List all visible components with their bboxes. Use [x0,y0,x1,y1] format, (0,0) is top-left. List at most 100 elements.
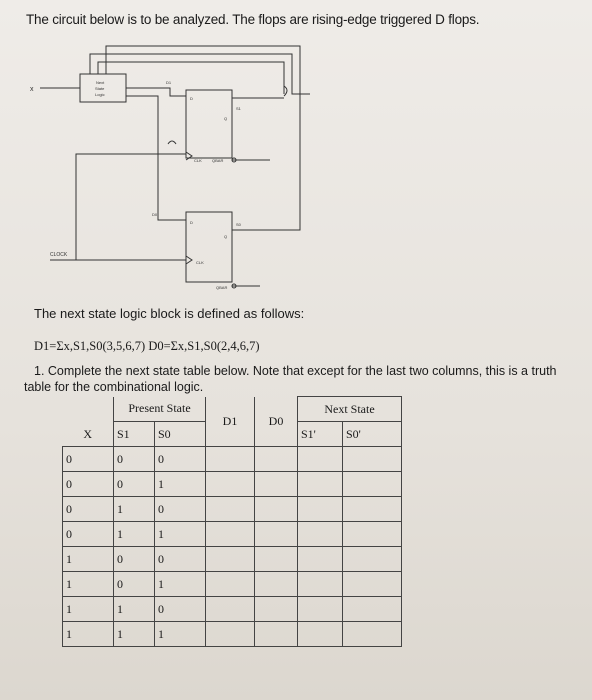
header-s1-next: S1' [297,421,343,447]
header-d0: D0 [254,396,298,447]
cell-s0: 0 [154,496,206,522]
cell-s1: 1 [113,521,155,547]
cell-x: 1 [62,546,114,572]
cell-s1: 1 [113,621,155,647]
header-x: X [62,396,114,447]
cell-s1-next[interactable] [297,471,343,497]
header-s1: S1 [113,421,155,447]
ff0-clk-pin: CLK [196,260,204,265]
cell-d1[interactable] [205,596,255,622]
cell-x: 0 [62,496,114,522]
cell-d1[interactable] [205,571,255,597]
cell-s0-next[interactable] [342,521,402,547]
s0-label: S0 [236,222,242,227]
cell-x: 1 [62,621,114,647]
cell-s1: 1 [113,496,155,522]
worksheet-heading: The circuit below is to be analyzed. The… [26,12,480,27]
logic-block-line-1: Next [96,80,105,85]
cell-s1-next[interactable] [297,546,343,572]
header-next-state: Next State [297,396,402,422]
cell-s0-next[interactable] [342,621,402,647]
cell-s0: 0 [154,596,206,622]
cell-x: 1 [62,571,114,597]
cell-d0[interactable] [254,471,298,497]
cell-s0: 1 [154,471,206,497]
header-present-state: Present State [113,396,206,422]
ff0-qbar-pin: QBAR [216,285,227,290]
x-input-label: x [30,86,34,93]
cell-d0[interactable] [254,571,298,597]
header-s0-next: S0' [342,421,402,447]
cell-s0-next[interactable] [342,571,402,597]
cell-s0-next[interactable] [342,596,402,622]
s1-label: S1 [236,106,242,111]
cell-d0[interactable] [254,621,298,647]
cell-x: 0 [62,446,114,472]
cell-s1-next[interactable] [297,446,343,472]
cell-d1[interactable] [205,471,255,497]
cell-d1[interactable] [205,496,255,522]
header-s0: S0 [154,421,206,447]
cell-s1-next[interactable] [297,521,343,547]
cell-d0[interactable] [254,596,298,622]
flip-flop-s1 [185,89,233,159]
cell-s1-next[interactable] [297,571,343,597]
ff1-clk-pin: CLK [194,158,202,163]
ff1-qbar-pin: QBAR [212,158,223,163]
cell-x: 0 [62,521,114,547]
cell-s0-next[interactable] [342,446,402,472]
cell-s0: 0 [154,446,206,472]
cell-s1-next[interactable] [297,596,343,622]
cell-s0-next[interactable] [342,546,402,572]
logic-equations: D1=Σx,S1,S0(3,5,6,7) D0=Σx,S1,S0(2,4,6,7… [34,339,260,353]
cell-s1: 0 [113,446,155,472]
cell-d0[interactable] [254,496,298,522]
cell-d0[interactable] [254,546,298,572]
d0-wire-label: D0 [152,212,158,217]
cell-s0-next[interactable] [342,496,402,522]
cell-s1: 0 [113,546,155,572]
next-state-table: X Present State D1 D0 Next State S1 S0 S… [62,396,402,647]
cell-s1: 0 [113,471,155,497]
logic-block-line-3: Logic [95,92,105,97]
circuit-diagram: x Next State Logic D1 D0 D Q CLK QBAR S1… [30,45,310,290]
cell-s0: 1 [154,521,206,547]
cell-d1[interactable] [205,446,255,472]
cell-s0: 1 [154,621,206,647]
cell-s0: 0 [154,546,206,572]
cell-s1-next[interactable] [297,621,343,647]
header-d1: D1 [205,396,255,447]
clock-label: CLOCK [50,252,68,258]
flip-flop-s0 [185,211,233,283]
cell-s1: 0 [113,571,155,597]
ff0-d-pin: D [190,220,193,225]
ff1-q-pin: Q [224,116,227,121]
cell-d0[interactable] [254,446,298,472]
cell-d1[interactable] [205,546,255,572]
cell-d0[interactable] [254,521,298,547]
question-1-line-1: 1. Complete the next state table below. … [34,364,557,378]
cell-s1-next[interactable] [297,496,343,522]
logic-intro-text: The next state logic block is defined as… [34,306,305,321]
cell-s0-next[interactable] [342,471,402,497]
cell-x: 0 [62,471,114,497]
cell-d1[interactable] [205,621,255,647]
cell-d1[interactable] [205,521,255,547]
ff0-q-pin: Q [224,234,227,239]
cell-x: 1 [62,596,114,622]
d1-wire-label: D1 [166,80,172,85]
cell-s1: 1 [113,596,155,622]
cell-s0: 1 [154,571,206,597]
ff1-d-pin: D [190,96,193,101]
logic-block-line-2: State [95,86,105,91]
question-1-line-2: table for the combinational logic. [24,380,204,394]
